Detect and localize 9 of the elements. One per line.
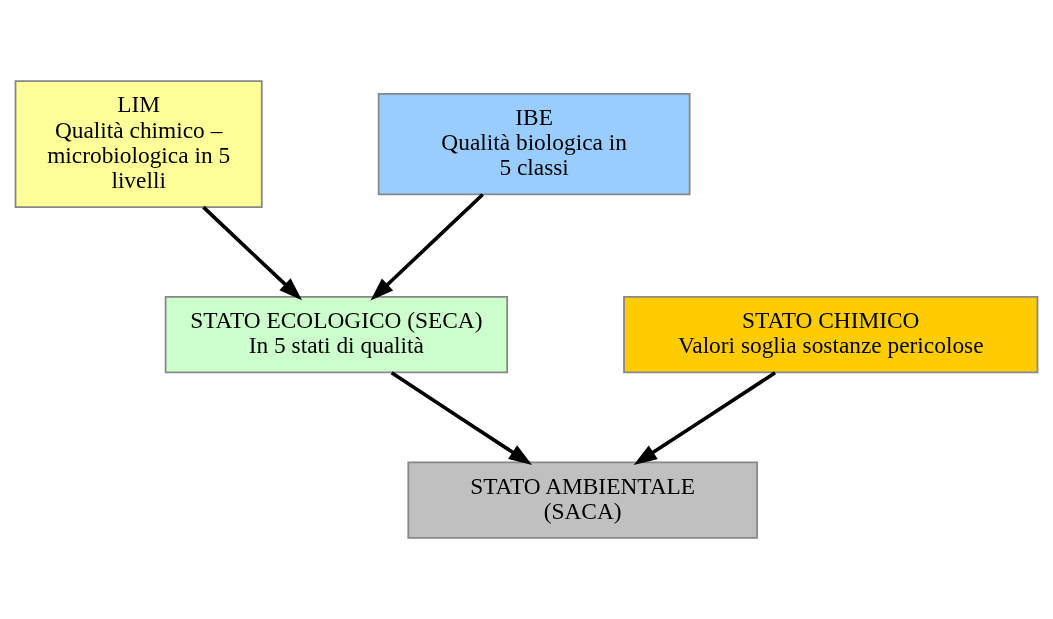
arrow bbox=[202, 205, 302, 301]
node-box: STATO CHIMICO Valori soglia sostanze pericolose bbox=[623, 296, 1039, 374]
node-box: STATO AMBIENTALE (SACA) bbox=[407, 461, 758, 539]
node-box: IBE Qualità biologica in 5 classi bbox=[377, 92, 691, 196]
arrow bbox=[390, 371, 533, 466]
arrow bbox=[633, 371, 777, 466]
node-box: STATO ECOLOGICO (SECA) In 5 stati di qualità bbox=[164, 296, 509, 374]
arrow bbox=[370, 193, 484, 301]
node-box: LIM Qualità chimico – microbiologica in 5 livelli bbox=[14, 80, 263, 208]
